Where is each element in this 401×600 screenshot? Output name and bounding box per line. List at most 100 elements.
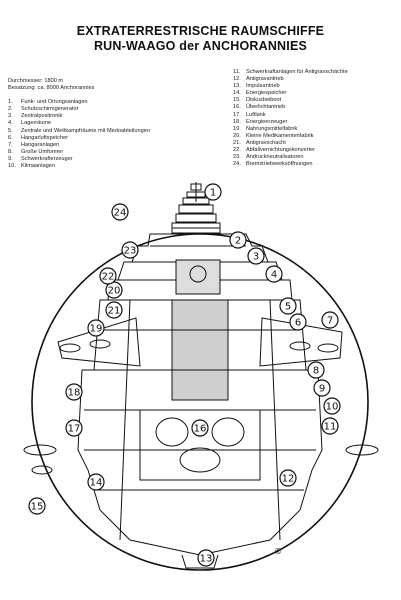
legend-right-item: 24.Bremstriebwerksöffnungen [233,161,398,168]
legend-left: Durchmesser: 1800 m Besatzung: ca. 8000 … [8,78,208,170]
legend-item-label: Diskusbeiboot [246,97,282,104]
callout-number: 4 [271,270,277,281]
callout-number: 11 [324,422,337,433]
legend-item-number: 7. [8,141,13,148]
callout-number: 23 [124,246,137,257]
legend-left-item: 1. Funk- und Ortungsanlagen [8,99,208,106]
legend-item-label: Lagerräume [21,120,52,127]
callout-4: 4 [265,265,283,283]
central-body [77,299,323,556]
legend-item-number: 23. [233,154,241,161]
legend-right-item: 20.Kleine Medikamentenfabrik [233,133,398,140]
legend-right-item: 15.Diskusbeiboot [233,97,398,104]
legend-item-label: Schwerkrafterzeuger [21,155,73,162]
legend-item-number: 2. [8,106,13,113]
legend-item-number: 19. [233,125,241,132]
callout-number: 18 [68,388,81,399]
title-block: EXTRATERRESTRISCHE RAUMSCHIFFE RUN-WAAGO… [0,24,401,54]
legend-item-label: Zentralpositronik [21,113,63,120]
legend-left-item: 5.Zentrale und Wettkampfräume mit Medoab… [8,128,208,135]
legend-item-number: 1. [8,99,13,106]
legend-right-item: 21. Antigravschacht [233,140,398,147]
legend-item-label: Große Umformer [21,148,64,155]
callout-1: 1 [204,183,222,201]
callout-number: 14 [90,478,103,489]
legend-item-label: Impulsantrieb [246,83,280,90]
callout-number: 5 [285,302,291,313]
callout-3: 3 [247,247,265,265]
legend-item-label: Abfallvernichtungskonverter [246,147,316,154]
callout-number: 7 [327,316,333,327]
legend-item-number: 16. [233,104,241,111]
legend-item-label: Antigravschacht [246,139,286,146]
legend-item-label: Hangaranlagen [21,141,60,148]
side-pods [23,444,379,475]
callout-9: 9 [313,379,331,397]
callout-7: 7 [321,311,339,329]
callout-14: 14 [87,473,105,491]
legend-item-number: 22. [233,147,241,154]
callout-number: 9 [319,384,325,395]
callout-18: 18 [65,383,83,401]
legend-right-item: 19. Nahrungsmittelfabrik [233,126,398,133]
callout-number: 17 [68,424,81,435]
callout-5: 5 [279,297,297,315]
artist-mark: ® [274,547,282,556]
legend-item-number: 4. [8,120,13,127]
legend-item-number: 21. [233,139,241,146]
page-subtitle: RUN-WAAGO der ANCHORANNIES [93,39,308,53]
callout-number: 6 [295,318,301,329]
callout-16: 16 [191,419,209,437]
legend-right-item: 13. Impulsantrieb [233,83,398,90]
callout-number: 16 [194,424,207,435]
page-title: EXTRATERRESTRISCHE RAUMSCHIFFE [76,24,325,38]
legend-item-label: Nahrungsmittelfabrik [246,125,298,132]
bottom-nozzle [181,554,219,569]
callout-10: 10 [323,397,341,415]
legend-item-number: 18. [233,118,241,125]
legend-item-label: Energieerzeuger [246,118,288,125]
callout-13: 13 [197,549,215,567]
legend-item-number: 13. [233,83,241,90]
callout-number: 8 [313,366,319,377]
legend-item-label: Kleine Medikamentenfabrik [246,132,314,139]
callout-number: 24 [114,208,127,219]
legend-item-number: 3. [8,113,13,120]
callout-number: 1 [210,188,216,199]
legend-item-number: 10. [8,163,16,170]
callout-15: 15 [28,497,46,515]
legend-item-label: Überlichtantrieb [246,104,286,111]
callout-8: 8 [307,361,325,379]
legend-left-item: 8.Große Umformer [8,149,208,156]
legend-item-number: 9. [8,155,13,162]
callout-22: 22 [99,267,117,285]
callout-23: 23 [121,241,139,259]
diameter-spec: Durchmesser: 1800 m [8,78,64,84]
legend-item-label: Funk- und Ortungsanlagen [21,99,88,106]
legend-left-item: 4. Lagerräume [8,120,208,127]
legend-item-label: Luftlank [246,111,266,118]
callout-6: 6 [289,313,307,331]
legend-item-label: Schutzschirmgenerator [21,106,79,113]
legend-item-number: 11. [233,69,241,75]
callout-number: 2 [235,236,241,247]
callout-21: 21 [105,301,123,319]
callout-number: 10 [326,402,339,413]
legend-item-number: 6. [8,134,13,141]
legend-item-number: 5. [8,127,13,134]
hangar-wings [57,317,343,367]
callout-number: 15 [31,502,44,513]
callout-number: 13 [200,554,213,565]
legend-item-label: Klimaanlagen [21,163,55,170]
legend-item-label: Andruckneutralisatoren [246,154,304,161]
callout-number: 21 [108,306,121,317]
legend-left-item: 9. Schwerkrafterzeuger [8,156,208,163]
legend-left-item: 7. Hangaranlagen [8,142,208,149]
legend-item-label: Hangarluftspeicher [21,134,68,141]
legend-item-number: 17. [233,111,241,118]
legend-right-item: 17. Luftlank [233,112,398,119]
callout-number: 20 [108,286,121,297]
legend-right-item: 12.Antigravantrieb [233,76,398,83]
